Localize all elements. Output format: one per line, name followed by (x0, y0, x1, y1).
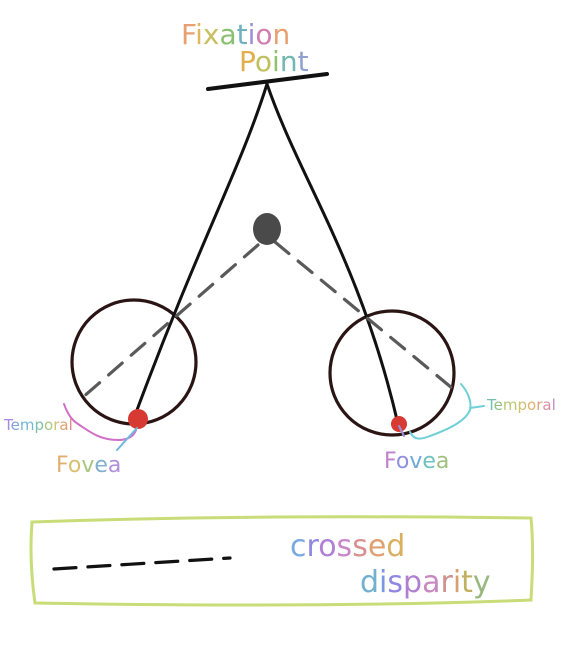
legend-border (29, 515, 535, 607)
left-fovea-label: Fovea (56, 453, 121, 478)
left-line-of-sight (132, 82, 269, 420)
right-temporal-label: Temporal (486, 396, 556, 414)
left-temporal-label: Temporal (3, 416, 73, 434)
left-temporal-brace (63, 403, 137, 442)
fixation-plane-line (206, 72, 329, 91)
right-temporal-brace (409, 383, 472, 440)
legend-dashed-sample (52, 556, 232, 571)
left-eye (70, 298, 198, 426)
left-dashed-ray (80, 243, 260, 400)
legend-label-line2: disparity (360, 565, 491, 600)
right-eye (328, 309, 456, 437)
right-line-of-sight (265, 82, 400, 426)
right-fovea-dot (391, 416, 407, 432)
legend-label-line1: crossed (290, 529, 405, 564)
near-object-dot (253, 213, 281, 245)
point-label: Point (239, 45, 309, 78)
right-fovea-label: Fovea (384, 449, 449, 474)
left-fovea-pointer (116, 427, 138, 451)
right-temporal-pointer (469, 405, 485, 409)
left-fovea-dot (128, 409, 148, 429)
legend: crossed disparity (29, 515, 535, 607)
right-dashed-ray (273, 240, 454, 390)
fixation-label: Fixation (181, 18, 290, 51)
right-fovea-pointer (398, 425, 405, 437)
